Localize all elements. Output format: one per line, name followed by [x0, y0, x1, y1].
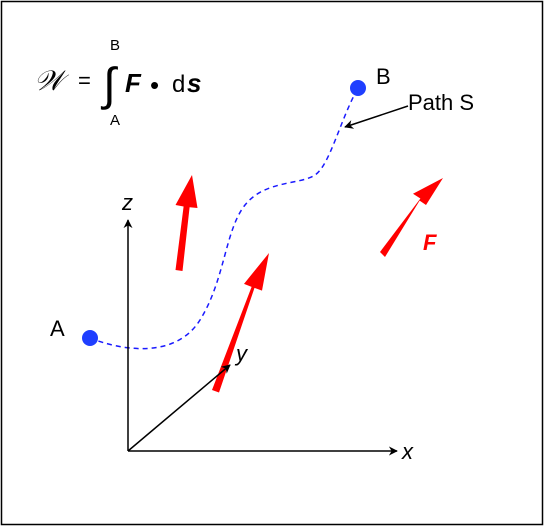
path-pointer-arrow — [344, 105, 409, 129]
x-axis-label: x — [401, 439, 414, 464]
force-arrows — [175, 175, 443, 393]
path-s-label: Path S — [408, 90, 474, 115]
force-arrow-center — [212, 253, 269, 393]
differential-d: d — [172, 71, 185, 98]
displacement-symbol: s — [187, 68, 201, 98]
y-axis-label: y — [234, 341, 249, 366]
work-symbol: 𝒲 — [34, 64, 70, 97]
force-arrow-left — [175, 175, 198, 271]
path-s-curve — [89, 87, 359, 350]
dot-operator: • — [150, 70, 159, 100]
point-b-label: B — [376, 64, 391, 89]
z-axis-label: z — [121, 190, 133, 215]
equals-sign: = — [78, 68, 91, 93]
point-b-marker — [350, 80, 366, 96]
upper-limit: B — [110, 37, 120, 54]
force-arrow-right — [380, 178, 443, 257]
point-a-label: A — [50, 316, 65, 341]
integral-sign: ∫ — [100, 58, 118, 110]
point-a-marker — [82, 330, 98, 346]
work-formula: 𝒲 = ∫ B A F • d s — [34, 37, 201, 129]
force-label: F — [423, 230, 437, 255]
lower-limit: A — [110, 112, 120, 129]
force-symbol: F — [125, 68, 142, 98]
y-axis — [127, 364, 231, 452]
coordinate-axes — [123, 219, 398, 456]
